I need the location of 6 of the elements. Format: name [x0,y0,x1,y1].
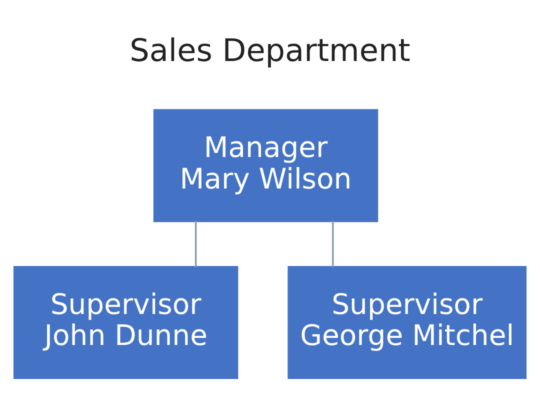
node-box: Supervisor George Mitchel [288,266,527,380]
connector [332,220,334,268]
diagram-title: Sales Department [130,33,410,70]
node-box: Supervisor John Dunne [13,266,238,380]
connector [194,220,197,268]
node-box: Manager Mary Wilson [153,109,378,222]
